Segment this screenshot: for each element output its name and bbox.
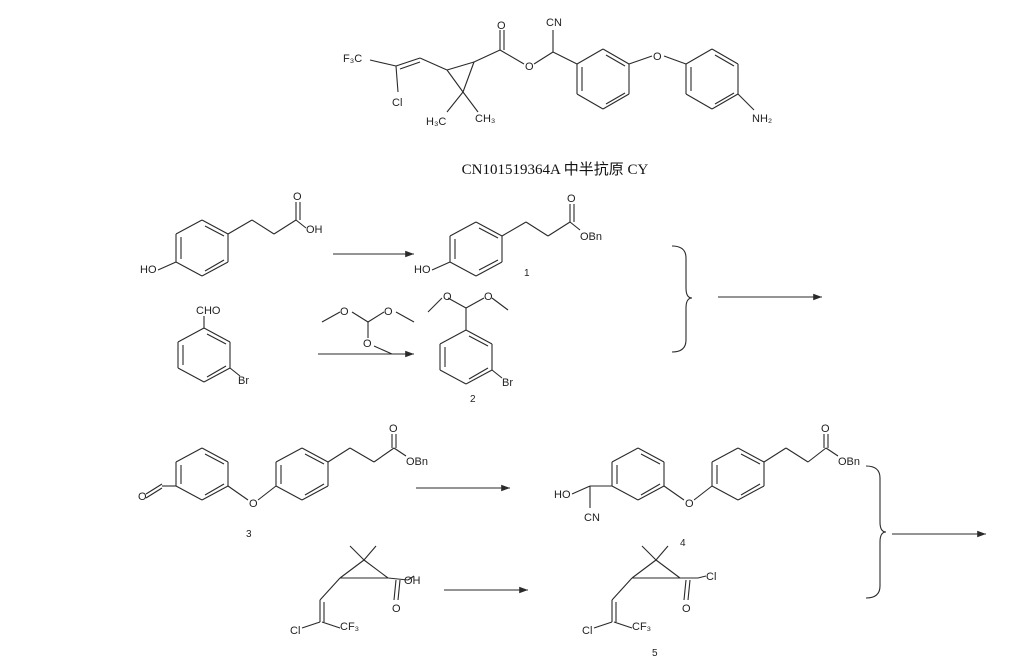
starting-material-bromobenzaldehyde: CHO Br	[177, 305, 249, 387]
atom-f3c: F₃C	[343, 53, 362, 65]
svg-text:O: O	[138, 491, 147, 503]
atom-cn: CN	[584, 512, 600, 524]
compound-label-4: 4	[680, 538, 686, 549]
combine-brace	[865, 465, 887, 599]
atom-cn: CN	[546, 17, 562, 29]
atom-cho: CHO	[196, 305, 221, 317]
svg-text:O: O	[443, 291, 452, 303]
svg-text:O: O	[392, 603, 401, 615]
atom-cl: Cl	[290, 625, 300, 637]
compound-label-3: 3	[246, 529, 252, 540]
atom-obn: OBn	[406, 456, 428, 468]
compound-4-structure: HO CN O O OBn 4	[554, 423, 860, 549]
atom-obn: OBn	[838, 456, 860, 468]
compound-2-structure: O O Br 2	[427, 291, 513, 405]
hapten-structure: F₃C Cl O O CN O H₃C CH₃ NH₂	[343, 17, 772, 128]
svg-text:O: O	[821, 423, 830, 435]
atom-o: O	[497, 20, 506, 32]
svg-text:O: O	[682, 603, 691, 615]
svg-text:O: O	[249, 498, 258, 510]
atom-h3c: H₃C	[426, 116, 446, 128]
starting-material-phenol-acid: O OH HO	[140, 191, 323, 277]
combine-brace	[671, 245, 693, 353]
starting-material-cyclopropane-acid: O OH Cl CF₃	[290, 545, 421, 637]
atom-br: Br	[238, 375, 249, 387]
atom-cl: Cl	[582, 625, 592, 637]
compound-1-structure: O OBn HO 1	[414, 193, 602, 279]
atom-oh: OH	[404, 575, 421, 587]
atom-ho: HO	[140, 264, 157, 276]
compound-label-2: 2	[470, 394, 476, 405]
atom-oh: OH	[306, 224, 323, 236]
atom-ch3: CH₃	[475, 113, 495, 125]
svg-text:O: O	[685, 498, 694, 510]
atom-nh2: NH₂	[752, 113, 772, 125]
reagent-trimethyl-orthoformate: O O O	[321, 306, 415, 355]
atom-obn: OBn	[580, 231, 602, 243]
atom-cf3: CF₃	[340, 621, 359, 633]
atom-br: Br	[502, 377, 513, 389]
svg-text:O: O	[567, 193, 576, 205]
svg-text:O: O	[340, 306, 349, 318]
compound-label-1: 1	[524, 268, 530, 279]
atom-ho: HO	[414, 264, 431, 276]
atom-cl: Cl	[392, 97, 402, 109]
svg-text:O: O	[384, 306, 393, 318]
atom-cl: Cl	[706, 571, 716, 583]
atom-cf3: CF₃	[632, 621, 651, 633]
atom-o: O	[653, 51, 662, 63]
svg-text:O: O	[363, 338, 372, 350]
svg-text:O: O	[389, 423, 398, 435]
svg-text:O: O	[293, 191, 302, 203]
atom-o: O	[525, 61, 534, 73]
compound-5-structure: O Cl Cl CF₃ 5	[582, 545, 716, 659]
compound-3-structure: O O O OBn 3	[138, 423, 428, 540]
caption: CN101519364A 中半抗原 CY	[462, 161, 649, 178]
compound-label-5: 5	[652, 648, 658, 659]
svg-text:O: O	[484, 291, 493, 303]
atom-ho: HO	[554, 489, 571, 501]
